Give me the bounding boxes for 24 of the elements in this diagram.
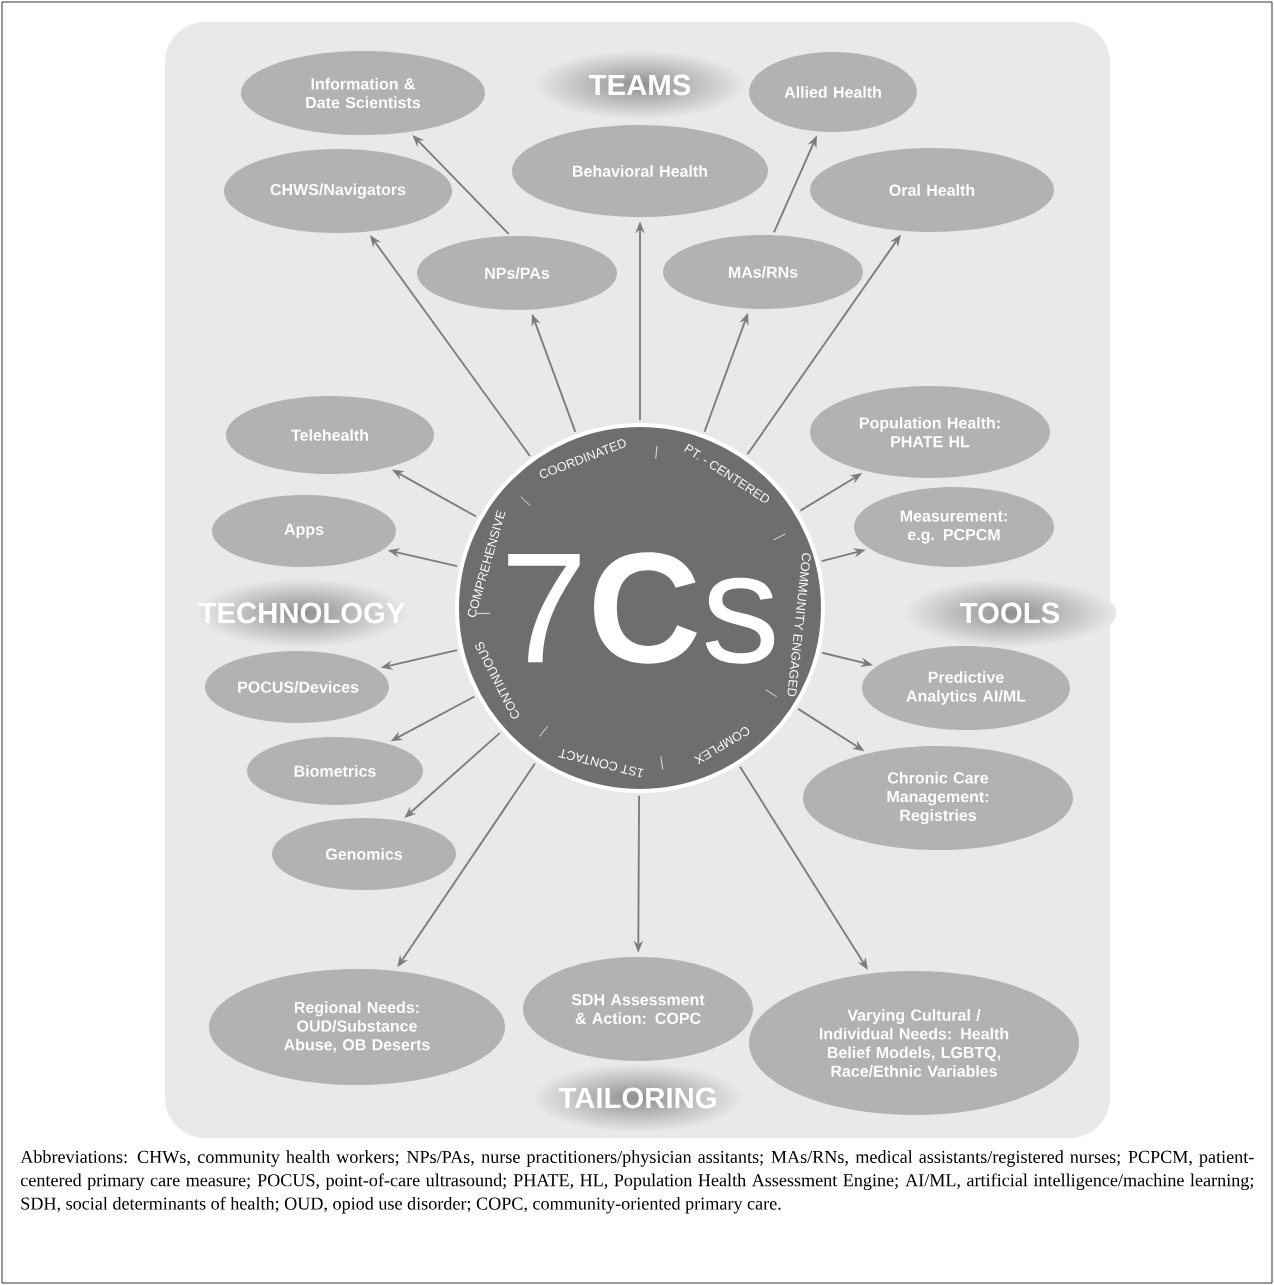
section-heading: TAILORING <box>558 1087 716 1109</box>
ellipse-node: Varying Cultural / Individual Needs: Health Belief Models, LGBTQ, Race/Ethnic Variables <box>749 971 1079 1115</box>
ellipse-node: CHWS/Navigators <box>224 149 452 233</box>
ellipse-node: Measurement: e.g. PCPCM <box>854 487 1054 567</box>
ellipse-node: Genomics <box>272 818 456 890</box>
ellipse-node: Behavioral Health <box>512 125 768 217</box>
ellipse-node: Biometrics <box>247 737 423 805</box>
caption: Abbreviations: CHWs, community health workers; NPs/PAs, nurse practitioners/physician assitants; MAs/RNs, medical assistants/registered nurses; PCPCM, patient-centered primary care measure; POCUS, point-of-care ultrasound; PHATE, HL, Population Health Assessment Engine; AI/ML, artificial intelligence/machine learning; SDH, social determinants of health; OUD, opiod use disorder; COPC, community-oriented primary care. <box>20 1150 1254 1214</box>
ellipse-node: Predictive Analytics AI/ML <box>862 646 1070 730</box>
ellipse-node: MAs/RNs <box>663 235 863 309</box>
ellipse-node: Allied Health <box>749 52 917 132</box>
ellipse-node: Chronic Care Management: Registries <box>803 746 1073 850</box>
ellipse-node: Apps <box>212 495 396 567</box>
section-heading: TOOLS <box>960 602 1060 624</box>
ellipse-node: POCUS/Devices <box>205 651 389 723</box>
ellipse-node: Regional Needs: OUD/Substance Abuse, OB Deserts <box>209 969 505 1085</box>
ring-word: COMMUNITY ENGAGED <box>787 553 811 697</box>
ellipse-node: Oral Health <box>810 148 1054 232</box>
ellipse-node: Information & Date Scientists <box>241 51 485 135</box>
ellipse-node: SDH Assessment & Action: COPC <box>523 957 753 1061</box>
ellipse-node: Population Health: PHATE HL <box>810 386 1050 478</box>
ellipse-node: NPs/PAs <box>417 236 617 310</box>
section-heading: TEAMS <box>589 74 691 96</box>
ellipse-node: Telehealth <box>226 396 434 474</box>
